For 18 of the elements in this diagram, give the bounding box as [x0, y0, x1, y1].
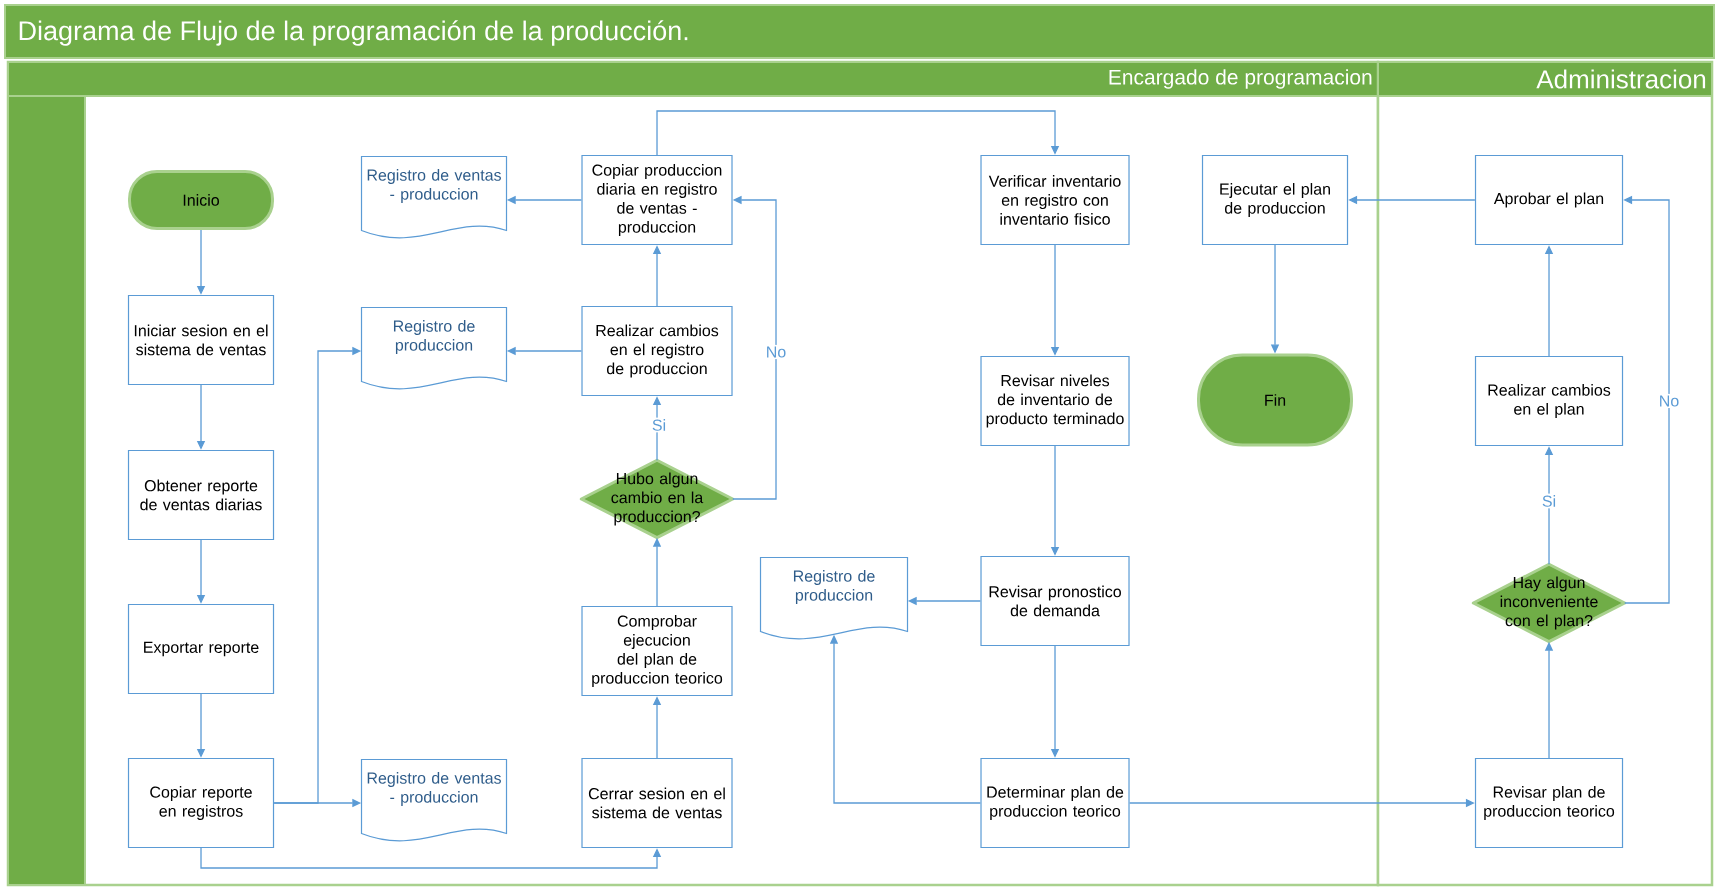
process-box: Aprobar el plan — [1474, 154, 1624, 246]
process-box: Comprobar ejecucion del plan de produccion teorico — [581, 605, 733, 697]
process-box: Obtener reporte de ventas diarias — [127, 449, 275, 541]
process-box: Exportar reporte — [127, 603, 275, 695]
process-box: Ejecutar el plan de produccion — [1201, 154, 1349, 246]
title-bar: Diagrama de Flujo de la programación de la producción. — [4, 4, 1715, 59]
arrow — [656, 110, 1060, 156]
process-box: Realizar cambios en el plan — [1474, 355, 1624, 447]
process-box: Copiar produccion diaria en registro de ventas - produccion — [581, 154, 733, 246]
process-box: Iniciar sesion en el sistema de ventas — [127, 294, 275, 386]
process-box: Revisar pronostico de demanda — [980, 555, 1130, 647]
process-box: Verificar inventario en registro con inventario fisico — [980, 154, 1130, 246]
process-box: Copiar reporte en registros — [127, 757, 275, 849]
process-box: Realizar cambios en el registro de produccion — [581, 305, 733, 397]
process-box: Revisar niveles de inventario de producto terminado — [980, 355, 1130, 447]
process-box: Revisar plan de produccion teorico — [1474, 757, 1624, 849]
process-box: Determinar plan de produccion teorico — [980, 757, 1130, 849]
process-box: Cerrar sesion en el sistema de ventas — [581, 757, 733, 849]
